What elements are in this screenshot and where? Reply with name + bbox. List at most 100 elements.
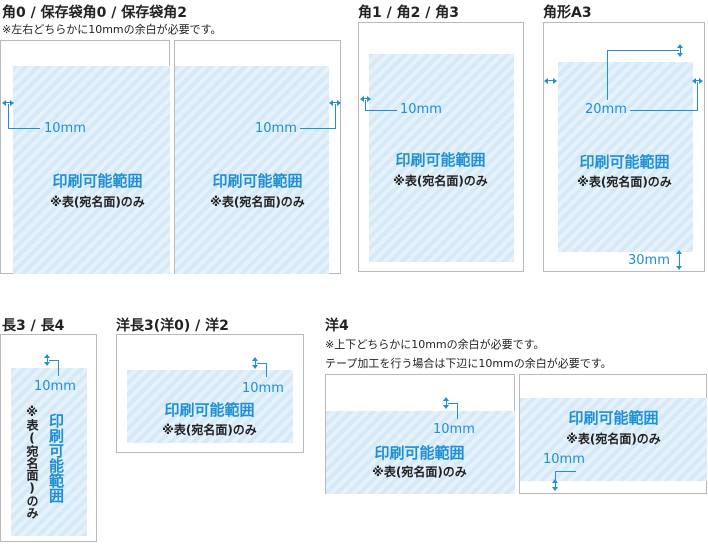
arrow-down-icon	[677, 53, 683, 57]
dimension-leader	[555, 471, 556, 482]
arrow-down-icon	[44, 362, 50, 366]
section-note-you4-1: ※上下どちらかに10mmの余白が必要です。	[325, 338, 545, 351]
arrow-up-icon	[676, 250, 682, 254]
arrow-right-icon	[10, 100, 14, 106]
dimension-leader	[335, 104, 336, 128]
arrow-left-icon	[329, 100, 333, 106]
arrow-down-icon	[252, 365, 258, 369]
dimension-line	[696, 80, 700, 81]
dimension-line	[679, 254, 680, 266]
arrow-left-icon	[2, 100, 6, 106]
printable-area-label: 印刷可能範囲	[212, 172, 303, 190]
section-note-you4-2: テープ加工を行う場合は下辺に10mmの余白が必要です。	[325, 357, 612, 370]
front-side-note: ※表(宛名面)のみ	[25, 405, 39, 519]
printable-area	[13, 66, 170, 274]
arrow-up-icon	[552, 479, 558, 483]
dimension-leader	[257, 363, 267, 364]
arrow-up-icon	[252, 357, 258, 361]
envelope-younaga	[116, 334, 304, 453]
arrow-up-icon	[44, 354, 50, 358]
front-side-note: ※表(宛名面)のみ	[577, 175, 672, 189]
printable-area	[520, 398, 707, 481]
arrow-left-icon	[544, 78, 548, 84]
dimension-line	[255, 361, 256, 366]
envelope-naga	[0, 334, 97, 542]
dimension-leader	[607, 50, 679, 51]
printable-area	[369, 54, 514, 262]
envelope-kaku1	[358, 22, 524, 272]
printable-area-label: 印刷可能範囲	[579, 153, 670, 171]
dimension-leader	[365, 110, 397, 111]
margin-label: 30mm	[628, 253, 670, 268]
arrow-right-icon	[337, 100, 341, 106]
dimension-line	[548, 80, 554, 81]
envelope-you4-right	[519, 374, 707, 494]
margin-label: 10mm	[400, 102, 442, 117]
printable-area-label: 印刷可能範囲	[395, 151, 486, 169]
arrow-down-icon	[676, 266, 682, 270]
printable-area-label: 印刷可能範囲	[164, 401, 255, 419]
envelope-kaku0-left	[0, 40, 170, 274]
arrow-right-icon	[699, 78, 703, 84]
dimension-leader	[697, 82, 698, 110]
printable-area	[127, 370, 293, 443]
margin-label: 10mm	[433, 422, 475, 437]
section-title-naga: 長3 / 長4	[2, 318, 65, 334]
printable-area	[175, 66, 329, 274]
margin-label: 10mm	[255, 121, 297, 136]
dimension-leader	[457, 403, 458, 419]
dimension-line	[680, 48, 681, 53]
arrow-up-icon	[443, 397, 449, 401]
dimension-leader	[49, 360, 59, 361]
dimension-line	[6, 102, 11, 103]
dimension-line	[555, 483, 556, 487]
dimension-leader	[8, 128, 40, 129]
front-side-note: ※表(宛名面)のみ	[566, 432, 661, 446]
arrow-up-icon	[677, 44, 683, 48]
section-title-kaku0: 角0 / 保存袋角0 / 保存袋角2	[2, 5, 187, 21]
margin-label: 10mm	[44, 121, 86, 136]
envelope-you4-left	[325, 374, 515, 494]
section-title-kakuA3: 角形A3	[543, 5, 592, 21]
front-side-note: ※表(宛名面)のみ	[372, 465, 467, 479]
dimension-leader	[556, 471, 576, 472]
dimension-line	[47, 358, 48, 363]
front-side-note: ※表(宛名面)のみ	[162, 423, 257, 437]
margin-label: 20mm	[585, 102, 627, 117]
printable-area-label: 印刷可能範囲	[374, 444, 465, 462]
margin-label: 10mm	[242, 381, 284, 396]
dimension-line	[446, 401, 447, 406]
dimension-leader	[365, 100, 366, 110]
dimension-line	[364, 98, 368, 99]
arrow-down-icon	[443, 405, 449, 409]
front-side-note: ※表(宛名面)のみ	[393, 174, 488, 188]
section-title-you4: 洋4	[325, 318, 349, 334]
dimension-leader	[607, 50, 608, 100]
printable-area	[558, 62, 693, 252]
arrow-left-icon	[360, 96, 364, 102]
envelope-kaku0-right	[174, 40, 341, 274]
section-title-younaga: 洋長3(洋0) / 洋2	[116, 318, 229, 334]
dimension-leader	[266, 363, 267, 377]
dimension-leader	[630, 110, 698, 111]
section-note-kaku0: ※左右どちらかに10mmの余白が必要です。	[2, 23, 222, 36]
printable-area-label: 印刷可能範囲	[52, 172, 143, 190]
section-title-kaku1: 角1 / 角2 / 角3	[358, 5, 459, 21]
front-side-note: ※表(宛名面)のみ	[210, 195, 305, 209]
arrow-right-icon	[553, 78, 557, 84]
front-side-note: ※表(宛名面)のみ	[50, 195, 145, 209]
dimension-leader	[300, 128, 336, 129]
margin-label: 10mm	[34, 379, 76, 394]
dimension-leader	[58, 360, 59, 376]
printable-area-label: 印刷可能範囲	[568, 409, 659, 427]
dimension-leader	[448, 403, 458, 404]
printable-area	[326, 411, 515, 494]
arrow-left-icon	[692, 78, 696, 84]
dimension-leader	[8, 104, 9, 128]
arrow-right-icon	[367, 96, 371, 102]
margin-label: 10mm	[543, 452, 585, 467]
arrow-down-icon	[552, 487, 558, 491]
envelope-kakuA3	[543, 22, 705, 272]
printable-area	[11, 368, 87, 536]
dimension-line	[333, 102, 338, 103]
